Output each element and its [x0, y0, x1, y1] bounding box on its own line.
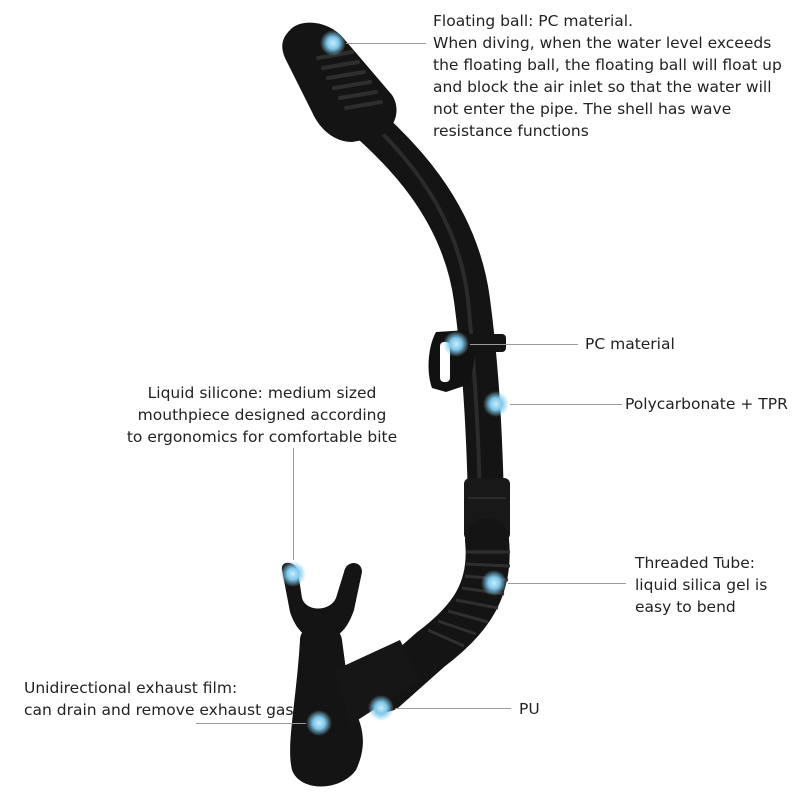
marker-floating-ball — [320, 30, 346, 56]
lower-body-joint — [335, 640, 420, 725]
pu-text: PU — [519, 700, 540, 718]
label-exhaust-film: Unidirectional exhaust film: can drain a… — [24, 677, 294, 721]
threaded-tube — [363, 518, 510, 712]
label-polycarbonate: Polycarbonate + TPR — [625, 393, 788, 415]
liquid-silicone-line-1: Liquid silicone: medium sized — [147, 384, 377, 402]
leader-threaded-tube — [508, 583, 626, 584]
label-threaded-tube: Threaded Tube: liquid silica gel is easy… — [635, 552, 767, 618]
marker-mouthpiece — [280, 561, 306, 587]
label-floating-ball: Floating ball: PC material. When diving,… — [433, 10, 782, 142]
floating-ball-line-1: Floating ball: PC material. — [433, 12, 633, 30]
marker-pu — [368, 695, 394, 721]
liquid-silicone-line-2: mouthpiece designed according — [137, 406, 387, 424]
floating-ball-line-3: the floating ball, the floating ball wil… — [433, 56, 782, 74]
threaded-tube-line-2: liquid silica gel is — [635, 576, 768, 594]
label-liquid-silicone: Liquid silicone: medium sized mouthpiece… — [112, 382, 412, 448]
floating-ball-line-2: When diving, when the water level exceed… — [433, 34, 772, 52]
exhaust-film-line-2: can drain and remove exhaust gas — [24, 701, 294, 719]
floating-ball-housing — [282, 22, 397, 143]
floating-ball-vents — [316, 50, 383, 110]
exhaust-film-line-1: Unidirectional exhaust film: — [24, 679, 238, 697]
leader-floating-ball — [346, 43, 426, 44]
leader-pu — [395, 708, 511, 709]
liquid-silicone-line-3: to ergonomics for comfortable bite — [126, 428, 398, 446]
mouthpiece — [281, 562, 362, 640]
floating-ball-line-4: and block the air inlet so that the wate… — [433, 78, 772, 96]
threaded-tube-line-1: Threaded Tube: — [635, 554, 756, 572]
marker-threaded-tube — [481, 570, 507, 596]
leader-mouthpiece — [293, 448, 294, 560]
polycarbonate-text: Polycarbonate + TPR — [625, 395, 788, 413]
marker-polycarbonate — [483, 391, 509, 417]
label-pc-material: PC material — [585, 333, 675, 355]
pc-material-text: PC material — [585, 335, 675, 353]
label-pu: PU — [519, 698, 540, 720]
marker-exhaust — [306, 710, 332, 736]
threaded-tube-line-3: easy to bend — [635, 598, 736, 616]
floating-ball-line-5: not enter the pipe. The shell has wave — [433, 100, 732, 118]
upper-tube-highlight — [358, 110, 482, 497]
lower-body — [290, 625, 363, 787]
floating-ball-line-6: resistance functions — [433, 122, 589, 140]
leader-polycarbonate — [510, 404, 622, 405]
marker-pc-material — [443, 331, 469, 357]
leader-pc-material — [470, 344, 578, 345]
leader-exhaust — [196, 723, 306, 724]
